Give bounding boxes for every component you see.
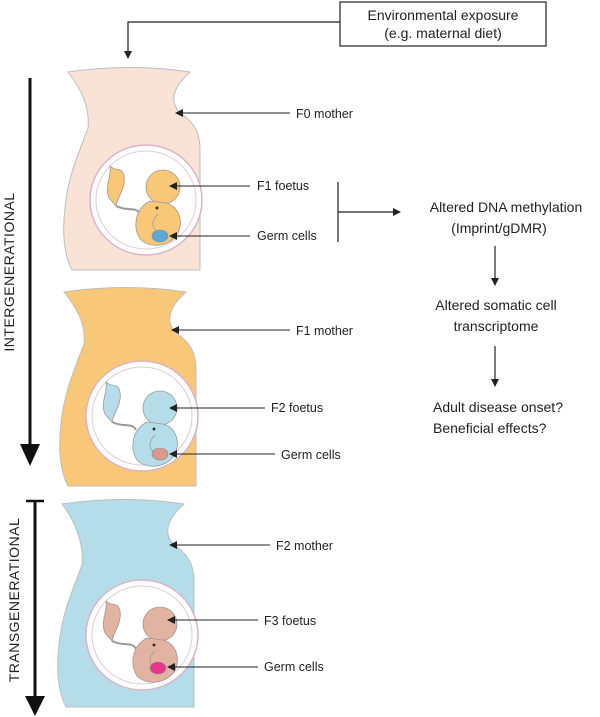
f0-mother-label: F0 mother [296, 107, 353, 121]
methylation-line-2: (Imprint/gDMR) [451, 220, 547, 236]
f3-foetus-label: F3 foetus [264, 614, 316, 628]
transgenerational-label: TRANSGENERATIONAL [6, 518, 22, 683]
exposure-line-1: Environmental exposure [368, 7, 519, 23]
transcriptome-line-1: Altered somatic cell [435, 297, 556, 313]
exposure-line-2: (e.g. maternal diet) [384, 25, 502, 41]
f0-mother-illustration [63, 67, 203, 271]
methylation-line-1: Altered DNA methylation [430, 199, 583, 215]
f1-germ-label: Germ cells [281, 448, 341, 462]
f2-mother-illustration [57, 499, 199, 708]
transgenerational-arrow [25, 499, 45, 716]
intergenerational-arrow [20, 78, 40, 466]
disease-line-2: Beneficial effects? [433, 420, 547, 436]
germ-cells [151, 447, 169, 461]
f2-foetus-label: F2 foetus [271, 401, 323, 415]
f2-mother-label: F2 mother [276, 539, 333, 553]
placenta [102, 380, 137, 431]
foetus [132, 606, 178, 683]
disease-line-1: Adult disease onset? [433, 399, 563, 415]
f1-mother-illustration [59, 287, 199, 487]
f1-foetus-label: F1 foetus [257, 179, 309, 193]
exposure-box: Environmental exposure (e.g. maternal di… [339, 1, 547, 47]
placenta [102, 599, 137, 650]
f1-mother-label: F1 mother [296, 324, 353, 338]
transcriptome-line-2: transcriptome [454, 318, 539, 334]
intergenerational-label: INTERGENERATIONAL [1, 192, 17, 351]
f0-germ-label: Germ cells [257, 229, 317, 243]
exposure-arrow [124, 21, 340, 59]
germ-cells [151, 229, 169, 243]
foetus [135, 169, 181, 246]
germ-cells [149, 661, 167, 675]
bracket [337, 182, 401, 242]
f2-germ-label: Germ cells [264, 660, 324, 674]
